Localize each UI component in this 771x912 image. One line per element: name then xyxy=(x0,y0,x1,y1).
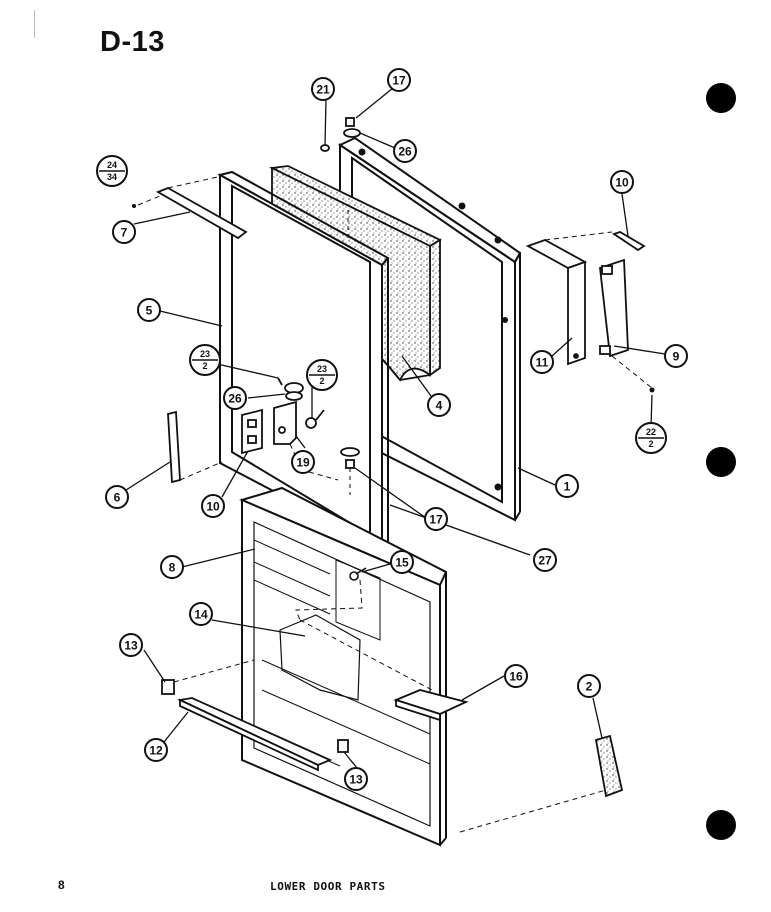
callout-26-left: 26 xyxy=(223,386,247,410)
svg-text:8: 8 xyxy=(169,561,176,575)
part-handle-assembly xyxy=(525,239,629,366)
callout-13-bottom: 13 xyxy=(344,767,368,791)
svg-text:22: 22 xyxy=(646,427,656,437)
svg-text:6: 6 xyxy=(114,491,121,505)
svg-text:13: 13 xyxy=(349,773,363,787)
part-bottom-pivot-hardware xyxy=(340,447,360,469)
callout-10-left: 10 xyxy=(201,494,225,518)
part-top-pivot-hardware xyxy=(320,117,361,152)
svg-text:13: 13 xyxy=(124,639,138,653)
svg-text:23: 23 xyxy=(200,349,210,359)
callout-1: 1 xyxy=(555,474,579,498)
callout-19: 19 xyxy=(291,450,315,474)
svg-text:7: 7 xyxy=(121,226,128,240)
svg-text:2: 2 xyxy=(202,361,207,371)
callout-27: 27 xyxy=(533,548,557,572)
callout-7: 7 xyxy=(112,220,136,244)
page-number: 8 xyxy=(58,878,65,892)
screw-handle xyxy=(649,387,655,393)
callout-10-right: 10 xyxy=(610,170,634,194)
part-shelf-bracket xyxy=(393,689,469,722)
part-side-trim-strip xyxy=(167,410,181,484)
callout-4: 4 xyxy=(427,393,451,417)
fraction-callouts: 24 34 23 2 23 2 22 2 xyxy=(96,155,667,454)
callout-8: 8 xyxy=(160,555,184,579)
svg-text:23: 23 xyxy=(317,364,327,374)
callout-21: 21 xyxy=(311,77,335,101)
svg-text:11: 11 xyxy=(536,356,549,370)
svg-text:9: 9 xyxy=(673,350,680,364)
part-inner-door-panel xyxy=(239,486,448,847)
part-fastener xyxy=(349,567,367,581)
binder-hole-bottom xyxy=(706,810,736,840)
part-gasket-frame xyxy=(217,170,390,550)
callout-9: 9 xyxy=(664,344,688,368)
callout-17-bottom: 17 xyxy=(424,507,448,531)
part-bottom-trim-strip xyxy=(177,697,333,772)
part-handle-trim-strip xyxy=(611,231,646,252)
svg-text:26: 26 xyxy=(398,145,412,159)
part-clip-bottom xyxy=(337,739,349,753)
part-hinge-plate xyxy=(241,408,263,455)
svg-text:14: 14 xyxy=(194,608,208,622)
svg-text:17: 17 xyxy=(392,74,406,88)
callouts: 7 5 6 10 8 21 17 26 26 19 4 17 1 27 10 1… xyxy=(105,68,688,791)
page-code: D-13 xyxy=(100,26,165,58)
callout-17-top: 17 xyxy=(387,68,411,92)
svg-text:34: 34 xyxy=(107,172,117,182)
svg-text:16: 16 xyxy=(509,670,523,684)
callout-24-34: 24 34 xyxy=(96,155,128,187)
svg-text:27: 27 xyxy=(538,554,552,568)
callout-13-left: 13 xyxy=(119,633,143,657)
callout-12: 12 xyxy=(144,738,168,762)
svg-text:15: 15 xyxy=(395,556,409,570)
page-edge-line xyxy=(34,10,35,38)
svg-text:10: 10 xyxy=(615,176,629,190)
callout-16: 16 xyxy=(504,664,528,688)
svg-text:2: 2 xyxy=(319,376,324,386)
callout-11: 11 xyxy=(530,350,554,374)
screw-top-strip xyxy=(132,204,136,208)
callout-26-top: 26 xyxy=(393,139,417,163)
svg-text:1: 1 xyxy=(564,480,571,494)
callout-5: 5 xyxy=(137,298,161,322)
svg-text:2: 2 xyxy=(648,439,653,449)
part-clip-left xyxy=(161,679,175,695)
svg-text:19: 19 xyxy=(296,456,310,470)
svg-text:24: 24 xyxy=(107,160,117,170)
part-side-cover xyxy=(594,734,624,798)
callout-23-2-left: 23 2 xyxy=(189,344,221,376)
svg-text:17: 17 xyxy=(429,513,443,527)
callout-14: 14 xyxy=(189,602,213,626)
callout-6: 6 xyxy=(105,485,129,509)
svg-text:5: 5 xyxy=(146,304,153,318)
svg-text:4: 4 xyxy=(436,399,443,413)
svg-text:2: 2 xyxy=(586,680,593,694)
callout-22-2: 22 2 xyxy=(635,422,667,454)
part-hinge-bracket xyxy=(273,377,325,445)
binder-hole-middle xyxy=(706,447,736,477)
leader-top-strip-dashes xyxy=(137,175,247,239)
callout-15: 15 xyxy=(390,550,414,574)
svg-text:10: 10 xyxy=(206,500,220,514)
binder-hole-top xyxy=(706,83,736,113)
svg-text:26: 26 xyxy=(228,392,242,406)
callout-2: 2 xyxy=(577,674,601,698)
svg-text:12: 12 xyxy=(149,744,163,758)
callout-23-2-right: 23 2 xyxy=(306,359,338,391)
page-caption: LOWER DOOR PARTS xyxy=(270,880,386,893)
svg-text:21: 21 xyxy=(316,83,330,97)
